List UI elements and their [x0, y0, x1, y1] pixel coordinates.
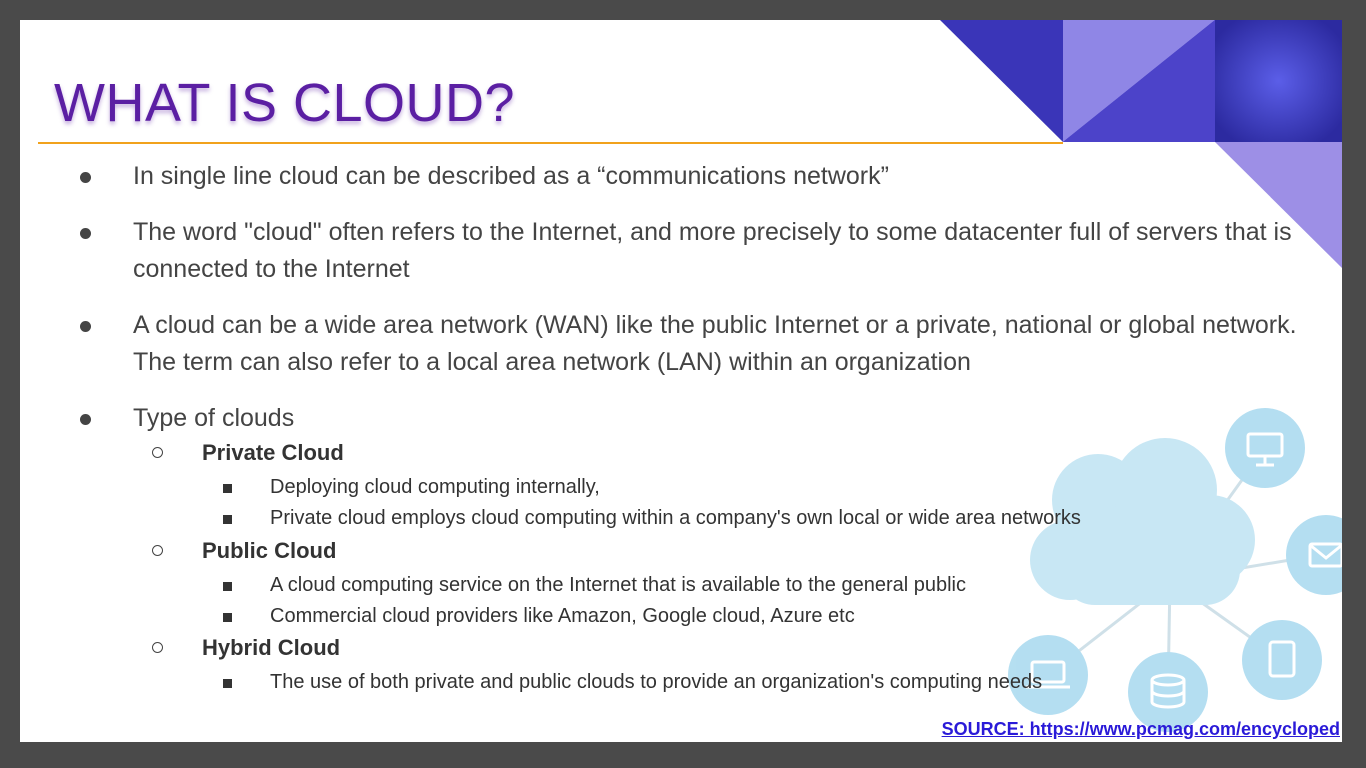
sub-bullet-square	[223, 582, 232, 591]
corner-shape-mid	[1063, 20, 1215, 142]
cloud-type-name: Public Cloud	[202, 538, 337, 563]
bullet-text: A cloud can be a wide area network (WAN)…	[133, 311, 1297, 376]
bullet-dot	[80, 228, 91, 239]
bullet-dot	[80, 321, 91, 332]
cloud-type-name: Private Cloud	[202, 440, 344, 465]
bullet-text: The word "cloud" often refers to the Int…	[133, 218, 1292, 283]
cloud-type-detail-text: The use of both private and public cloud…	[270, 671, 1043, 693]
cloud-type-detail-text: Private cloud employs cloud computing wi…	[270, 507, 1081, 529]
sub-bullet-ring	[152, 545, 163, 556]
sub-bullet-square	[223, 613, 232, 622]
cloud-type-name: Hybrid Cloud	[202, 635, 341, 660]
bullet-text: In single line cloud can be described as…	[133, 162, 889, 190]
bullet-text: Type of clouds	[133, 404, 295, 432]
bullet-dot	[80, 172, 91, 183]
sub-bullet-square	[223, 515, 232, 524]
cloud-shape	[1030, 438, 1255, 605]
sub-bullet-square	[223, 679, 232, 688]
laptop-icon	[1008, 635, 1088, 715]
source-link[interactable]: SOURCE: https://www.pcmag.com/encycloped	[941, 719, 1340, 739]
cloud-type-detail-text: A cloud computing service on the Interne…	[270, 574, 966, 596]
page-title: WHAT IS CLOUD?	[54, 73, 516, 133]
corner-shape-tail	[1215, 142, 1342, 268]
cloud-network-illustration	[1008, 408, 1342, 732]
corner-shape-glow	[1215, 20, 1342, 142]
sub-bullet-ring	[152, 447, 163, 458]
sub-bullet-ring	[152, 642, 163, 653]
database-icon	[1128, 652, 1208, 732]
monitor-icon	[1225, 408, 1305, 488]
bullet-dot	[80, 414, 91, 425]
mail-icon	[1286, 515, 1342, 595]
cloud-type-detail-text: Commercial cloud providers like Amazon, …	[270, 605, 855, 627]
tablet-icon	[1242, 620, 1322, 700]
slide-decoration	[940, 20, 1342, 732]
slide: WHAT IS CLOUD? In single line cloud can …	[20, 20, 1342, 742]
sub-bullet-square	[223, 484, 232, 493]
cloud-type-detail-text: Deploying cloud computing internally,	[270, 476, 600, 498]
title-underline	[38, 142, 1063, 144]
